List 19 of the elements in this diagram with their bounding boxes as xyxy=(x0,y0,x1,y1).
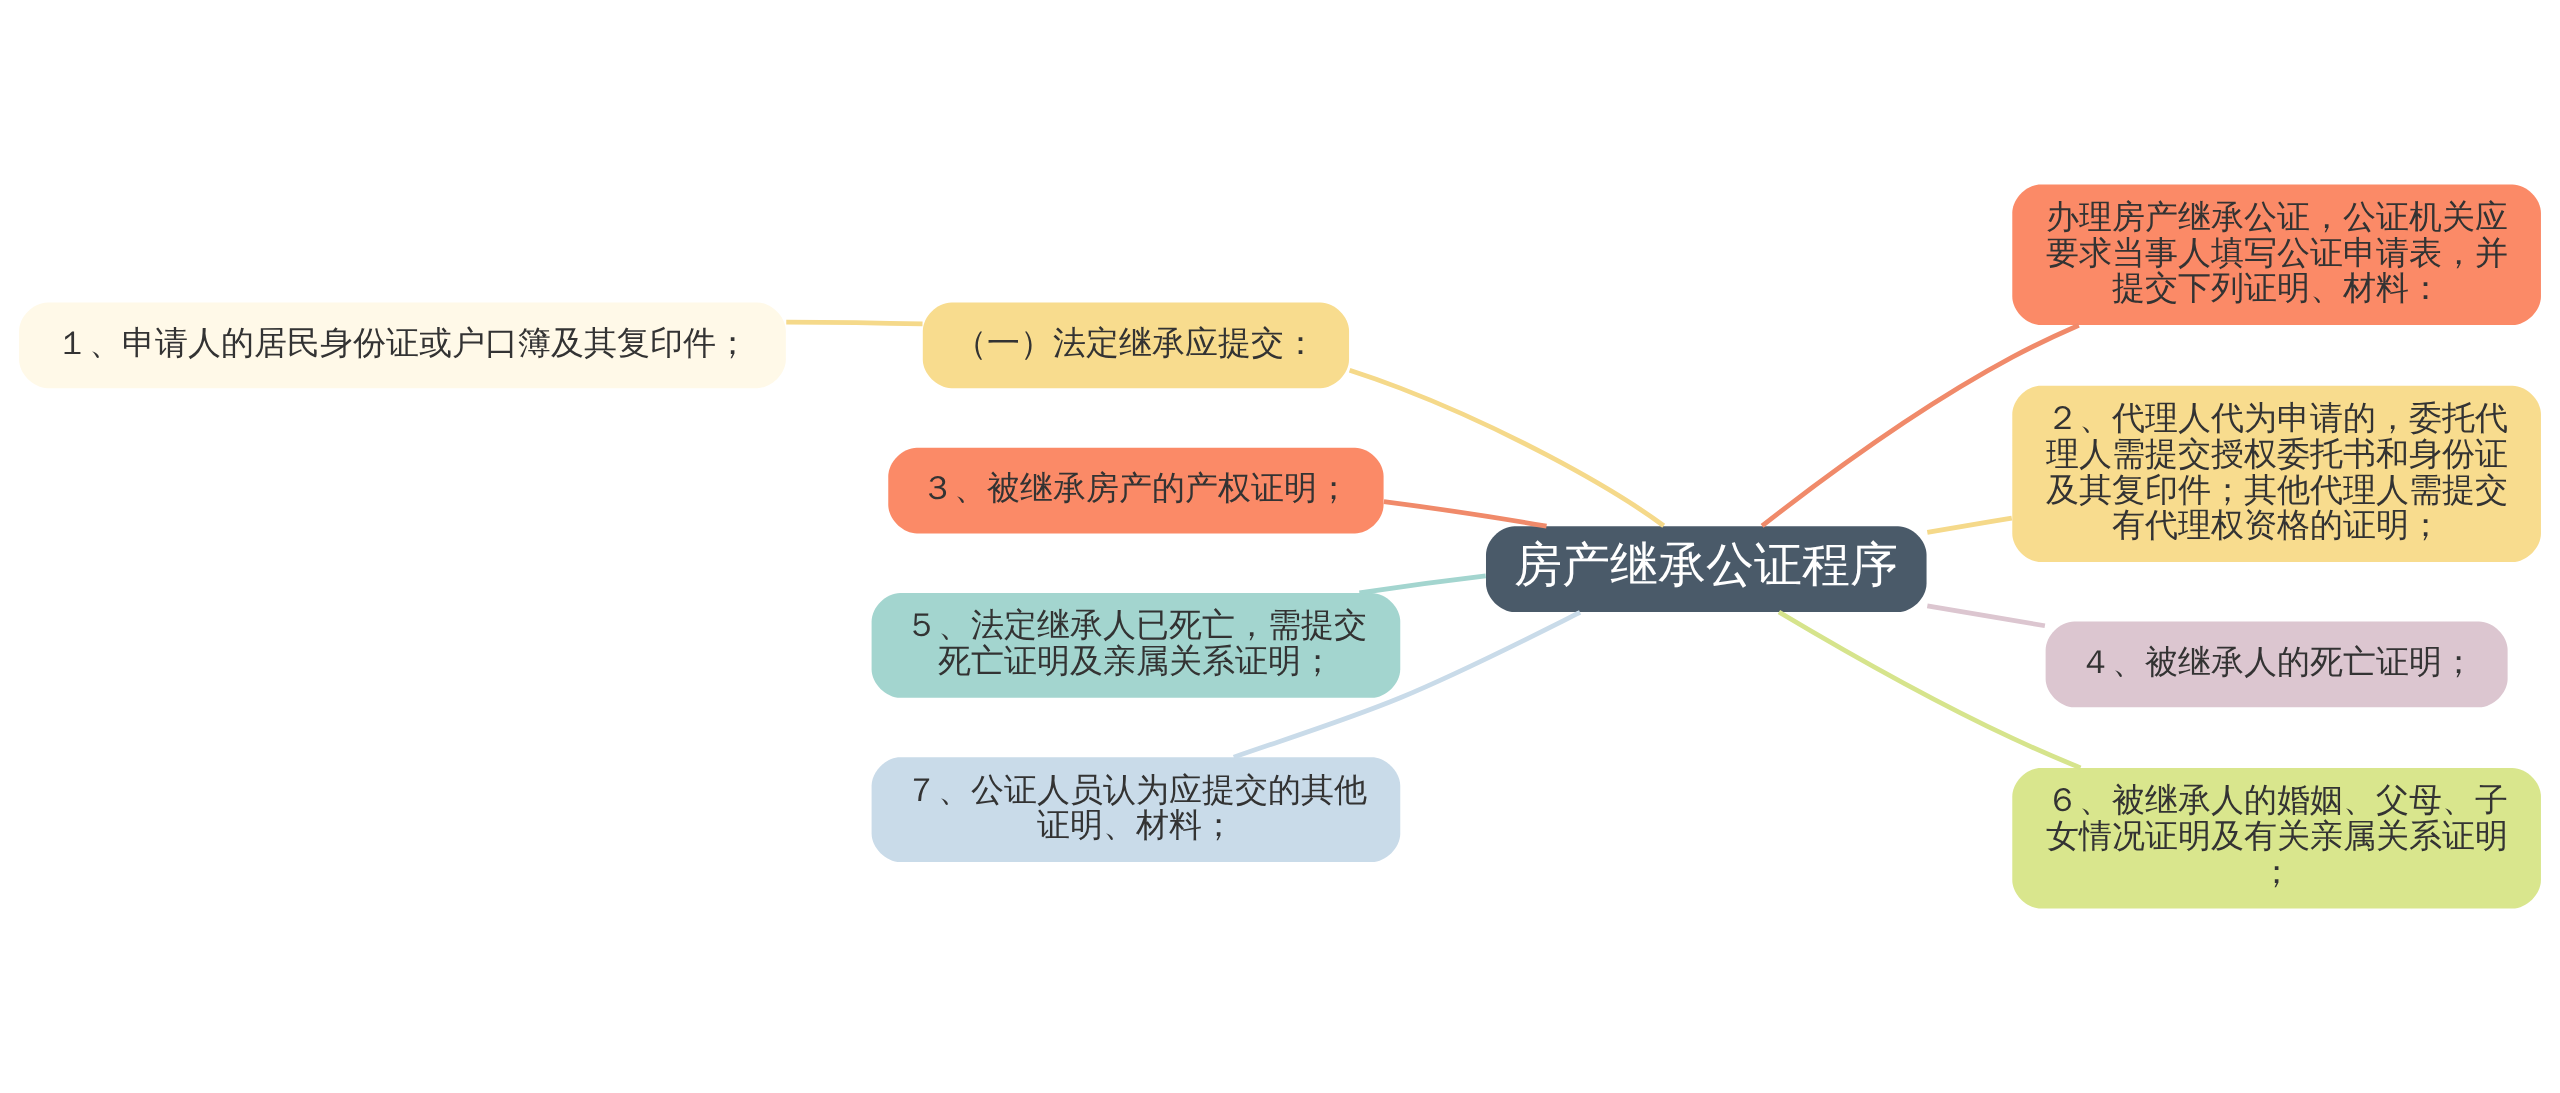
node-box: １、申请人的居民身份证或户口簿及其复印件； xyxy=(19,302,786,389)
node-box: ６、被继承人的婚姻、父母、子女情况证明及有关亲属关系证明； xyxy=(2012,767,2541,909)
node-box: ２、代理人代为申请的，委托代理人需提交授权委托书和身份证及其复印件；其他代理人需提交有代理权资格的证明； xyxy=(2012,385,2541,562)
node-box: 房产继承公证程序 xyxy=(1486,526,1927,612)
connector xyxy=(1359,573,1486,596)
connector xyxy=(1777,610,2082,771)
node-box: ４、被继承人的死亡证明； xyxy=(2045,621,2508,708)
connector xyxy=(1232,610,1582,760)
node-box: ５、法定继承人已死亡，需提交死亡证明及亲属关系证明； xyxy=(871,592,1401,698)
connector xyxy=(1926,603,2046,629)
node-box: ７、公证人员认为应提交的其他证明、材料； xyxy=(871,757,1401,863)
connector xyxy=(1383,499,1547,529)
connector xyxy=(1348,368,1666,528)
node-box: （一）法定继承应提交： xyxy=(922,302,1350,389)
node-box: 办理房产继承公证，公证机关应要求当事人填写公证申请表，并提交下列证明、材料： xyxy=(2012,184,2541,326)
connector xyxy=(786,319,923,327)
node-box: ３、被继承房产的产权证明； xyxy=(888,447,1384,534)
connector xyxy=(1926,515,2013,535)
connector xyxy=(1760,323,2080,528)
